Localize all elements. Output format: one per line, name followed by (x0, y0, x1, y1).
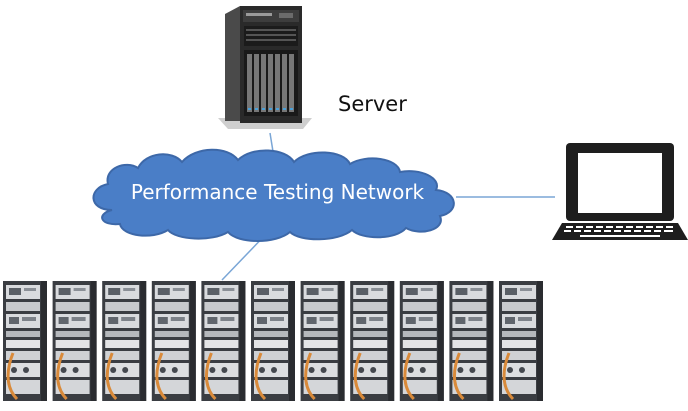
test-cabinet-icon (499, 281, 543, 401)
test-cabinet-icon (399, 281, 444, 401)
test-cabinet-icon (201, 281, 246, 401)
tower-server-icon (218, 6, 312, 129)
test-cabinet-icon (151, 281, 196, 401)
cloud-shape (92, 148, 455, 242)
test-cabinet-icon (102, 281, 147, 401)
test-cabinet-row (3, 281, 543, 401)
server-label: Server (338, 92, 407, 116)
laptop-icon (552, 143, 688, 240)
test-cabinet-icon (3, 281, 47, 401)
test-cabinet-icon (52, 281, 97, 401)
test-cabinet-icon (251, 281, 295, 401)
test-cabinet-icon (350, 281, 395, 401)
test-cabinet-icon (300, 281, 345, 401)
network-label: Performance Testing Network (130, 180, 425, 204)
test-cabinet-icon (449, 281, 494, 401)
